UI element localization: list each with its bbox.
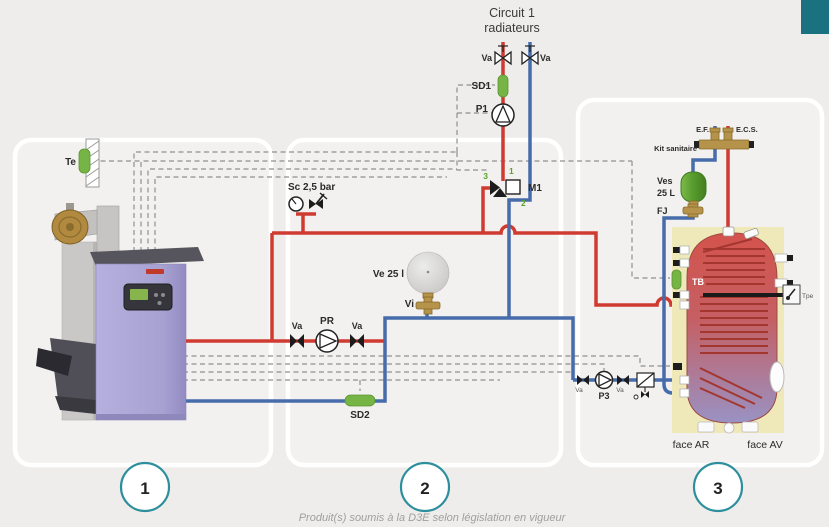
section-numbers: 1 2 3 (119, 461, 744, 513)
label-te: Te (65, 157, 76, 168)
label-m1: M1 (528, 183, 542, 194)
label-ves-line2: 25 L (657, 188, 676, 198)
label-tb: TB (692, 277, 704, 287)
label-p3: P3 (598, 391, 609, 401)
label-va-p3-left: Va (575, 387, 583, 394)
flue-damper-icon (51, 203, 89, 245)
flue-pipe-icon (96, 205, 120, 257)
fj-valve-icon (682, 203, 704, 218)
label-fj: FJ (657, 206, 668, 216)
label-face-av: face AV (747, 439, 782, 451)
valve-va-pr-left-icon (290, 334, 304, 348)
label-m1-port2: 2 (521, 198, 526, 208)
label-pr: PR (320, 316, 335, 327)
circuit1-devices (490, 45, 539, 197)
pellet-boiler (36, 203, 204, 421)
sanitary-kit-icon (694, 127, 754, 150)
label-va-pr-right: Va (352, 321, 364, 331)
circuit1-title-line1: Circuit 1 (489, 6, 535, 20)
valve-va-return-icon (521, 45, 539, 66)
label-ecs: E.C.S. (736, 125, 758, 134)
sd2-sensor-icon (344, 394, 376, 407)
pump-p3-icon (594, 370, 614, 390)
expansion-vessel-ve-icon (406, 251, 450, 299)
label-m1-port1: 1 (509, 166, 514, 176)
isolation-valve-vi-icon (415, 296, 441, 315)
section-2-number: 2 (420, 479, 429, 498)
label-m1-port3: 3 (483, 171, 488, 181)
section-3-number: 3 (713, 479, 722, 498)
label-va-return: Va (540, 53, 552, 63)
label-ef: E.F. (696, 125, 709, 134)
label-face-ar: face AR (673, 439, 710, 451)
outdoor-wall (78, 138, 100, 188)
dhw-tank (671, 226, 801, 434)
label-sd1: SD1 (472, 81, 492, 92)
label-sd2: SD2 (350, 410, 370, 421)
label-vi: Vi (405, 299, 414, 310)
pump-pr-icon (315, 329, 339, 353)
valve-va-supply-icon (494, 45, 512, 66)
safety-group-sc-icon (288, 192, 328, 212)
p3-line-devices (577, 370, 655, 400)
tank-left-ports (673, 245, 690, 398)
section-1-number: 1 (140, 479, 149, 498)
te-sensor-icon (78, 148, 91, 174)
label-ves-line1: Ves (657, 176, 673, 186)
boiler-control-panel (123, 283, 173, 311)
label-p1: P1 (476, 104, 489, 115)
tank-feet (697, 421, 759, 434)
label-tpe: Tpe (802, 293, 814, 300)
diagram-labels: Circuit 1 radiateurs Va Va SD1 P1 M1 3 1… (65, 6, 814, 524)
pump-p1-icon (491, 103, 515, 127)
boiler-logo (146, 269, 164, 274)
label-va-supply: Va (481, 53, 493, 63)
section2-devices (288, 192, 450, 407)
control-wiring (92, 84, 670, 391)
thermometer-tpe-icon (703, 284, 801, 305)
footer-caption: Produit(s) soumis à la D3E selon législa… (299, 512, 567, 524)
tb-sensor-icon (671, 269, 682, 290)
valve-small-left-icon (577, 375, 589, 385)
check-valve-icon (633, 372, 655, 400)
sd1-sensor-icon (497, 74, 509, 98)
mixing-valve-m1-icon (490, 179, 521, 197)
label-va-pr-left: Va (292, 321, 304, 331)
label-sc: Sc 2,5 bar (288, 182, 335, 193)
corner-accent (801, 0, 829, 34)
valve-small-right-icon (617, 375, 629, 385)
label-va-p3-right: Va (616, 387, 624, 394)
circuit1-title-line2: radiateurs (484, 21, 540, 35)
valve-va-pr-right-icon (350, 334, 364, 348)
label-ve: Ve 25 l (373, 269, 404, 280)
tank-right-ports (769, 253, 793, 393)
label-kit-sanitaire: Kit sanitaire (654, 144, 697, 153)
